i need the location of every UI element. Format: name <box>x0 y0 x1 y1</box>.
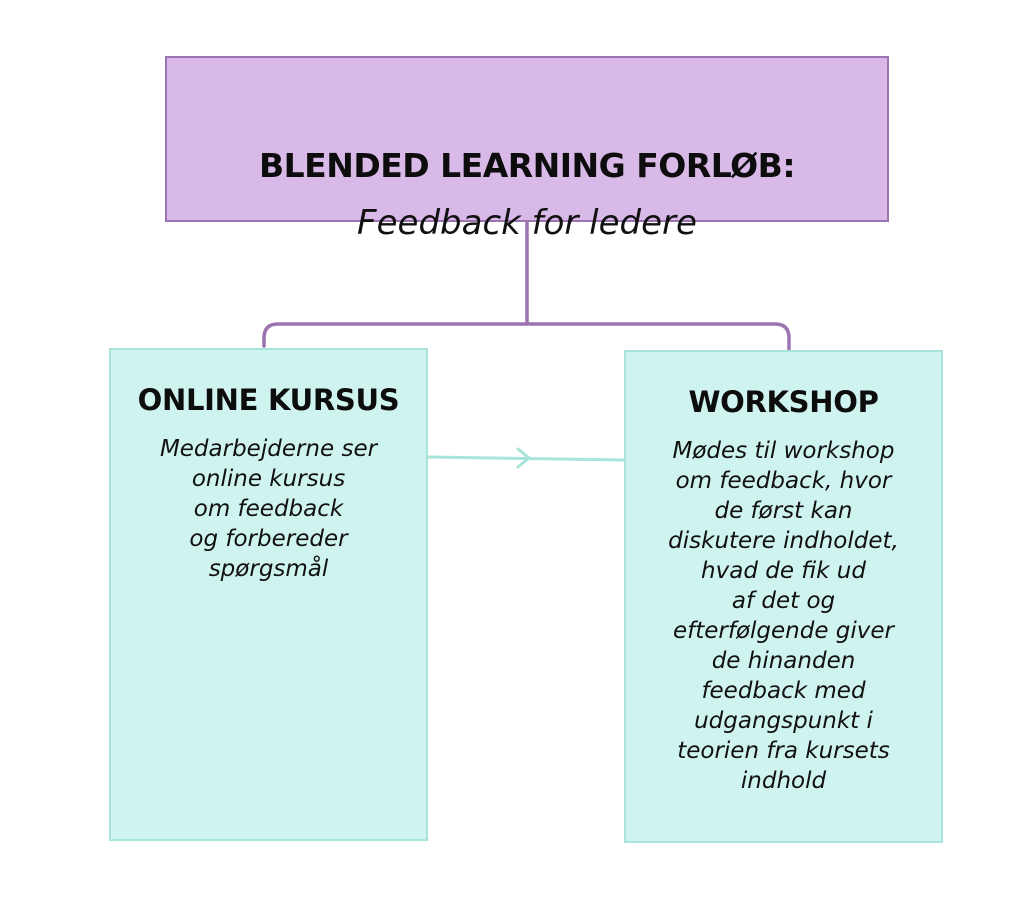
description-line: indhold <box>740 768 827 794</box>
description-line: hvad de fik ud <box>701 558 866 584</box>
description-line: og forbereder <box>189 526 348 552</box>
title-heading: BLENDED LEARNING FORLØB: <box>258 146 796 185</box>
description-line: om feedback <box>193 496 344 522</box>
workshop-description: Mødes til workshop om feedback, hvor de … <box>626 436 941 796</box>
description-line: efterfølgende giver <box>672 618 895 644</box>
description-line: Mødes til workshop <box>672 438 895 464</box>
description-line: spørgsmål <box>208 556 329 582</box>
title-box: BLENDED LEARNING FORLØB: Feedback for le… <box>165 56 889 243</box>
workshop-heading: WORKSHOP <box>688 385 879 419</box>
workshop-card: WORKSHOP Mødes til workshop om feedback,… <box>624 350 943 843</box>
online-course-heading: ONLINE KURSUS <box>137 383 400 417</box>
description-line: de hinanden <box>711 648 856 674</box>
description-line: de først kan <box>714 498 853 524</box>
description-line: online kursus <box>191 466 346 492</box>
title-subheading: Feedback for ledere <box>357 203 697 243</box>
connector-title-to-branches <box>262 220 791 352</box>
description-line: teorien fra kursets <box>677 738 890 764</box>
arrow-head <box>516 447 531 469</box>
online-course-description: Medarbejderne ser online kursus om feedb… <box>111 434 426 584</box>
description-line: om feedback, hvor <box>675 468 892 494</box>
description-line: af det og <box>731 588 836 614</box>
online-course-card: ONLINE KURSUS Medarbejderne ser online k… <box>109 348 428 841</box>
description-line: feedback med <box>701 678 866 704</box>
description-line: Medarbejderne ser <box>159 436 378 462</box>
description-line: udgangspunkt i <box>694 708 873 734</box>
description-line: diskutere indholdet, <box>668 528 899 554</box>
arrow-line <box>427 455 625 462</box>
